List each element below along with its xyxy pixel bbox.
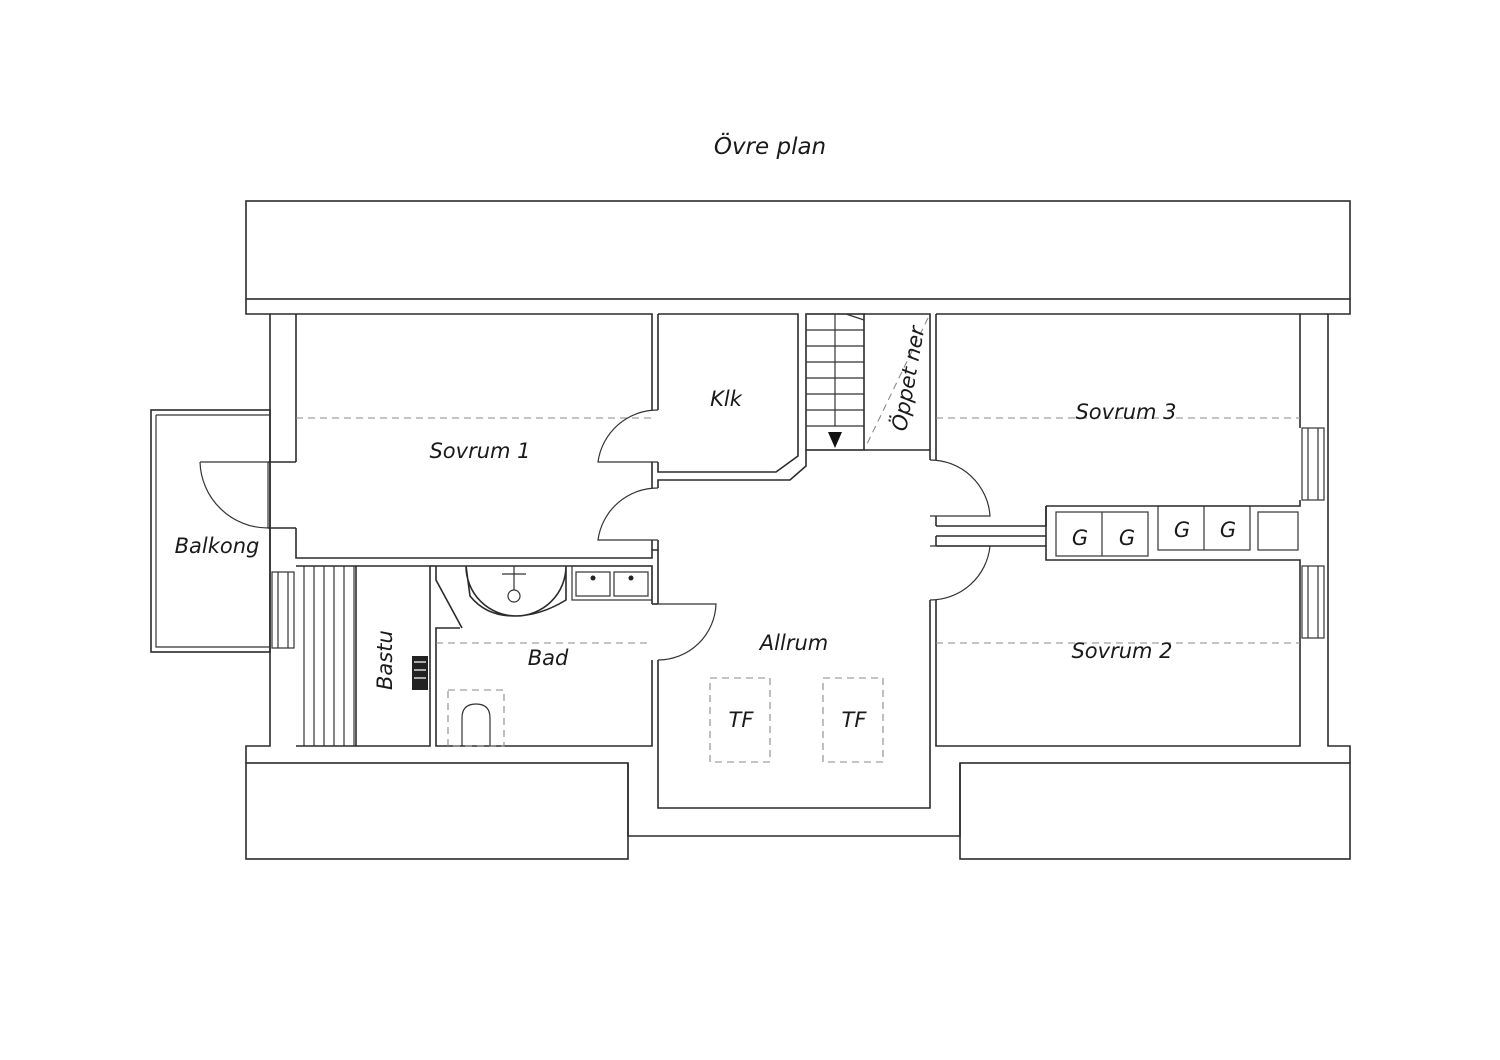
stair-down-arrow-icon bbox=[828, 432, 842, 448]
window-left bbox=[271, 571, 295, 649]
door-balcony bbox=[199, 461, 296, 529]
sink-counter bbox=[571, 565, 653, 601]
sauna-heater-icon bbox=[412, 656, 428, 690]
label-sovrum-1: Sovrum 1 bbox=[429, 439, 530, 463]
balcony bbox=[150, 409, 271, 653]
staircase bbox=[805, 313, 865, 451]
wardrobe-label: G bbox=[1220, 518, 1236, 542]
label-balkong: Balkong bbox=[175, 534, 260, 558]
skylight-2 bbox=[822, 677, 884, 763]
roof-bottom-left bbox=[245, 762, 629, 860]
room-allrum bbox=[652, 450, 931, 809]
label-sovrum-2: Sovrum 2 bbox=[1071, 639, 1172, 663]
open-void bbox=[864, 313, 931, 451]
label-oppet-ner: Öppet ner bbox=[886, 323, 929, 433]
door-sovrum-3 bbox=[929, 459, 991, 517]
door-sovrum-1 bbox=[597, 487, 659, 541]
label-klk: Klk bbox=[710, 387, 743, 411]
room-bastu bbox=[296, 565, 436, 747]
door-klk bbox=[597, 409, 659, 463]
wardrobe-label: G bbox=[1072, 526, 1088, 550]
shower-icon bbox=[465, 565, 567, 617]
plan-title: Övre plan bbox=[714, 132, 826, 160]
toilet-icon bbox=[461, 703, 491, 746]
skylight-label: TF bbox=[729, 708, 755, 732]
wardrobe-strip bbox=[935, 505, 1301, 566]
roof-bottom-right bbox=[959, 762, 1351, 860]
skylight-label: TF bbox=[842, 708, 868, 732]
label-bad: Bad bbox=[528, 646, 569, 670]
window-right-lower bbox=[1301, 565, 1325, 639]
room-bad bbox=[435, 565, 653, 747]
wardrobe-label: G bbox=[1119, 526, 1135, 550]
label-allrum: Allrum bbox=[758, 631, 828, 655]
room-sovrum-1 bbox=[295, 313, 653, 559]
wardrobe-label: G bbox=[1174, 518, 1190, 542]
skylight-1 bbox=[709, 677, 771, 763]
door-sovrum-2 bbox=[929, 545, 991, 601]
label-bastu: Bastu bbox=[373, 630, 397, 690]
room-klk bbox=[657, 313, 807, 488]
window-right-upper bbox=[1301, 427, 1325, 501]
label-sovrum-3: Sovrum 3 bbox=[1075, 400, 1176, 424]
roof-top bbox=[245, 200, 1351, 300]
toilet-area bbox=[447, 689, 505, 747]
door-bad bbox=[657, 603, 717, 661]
